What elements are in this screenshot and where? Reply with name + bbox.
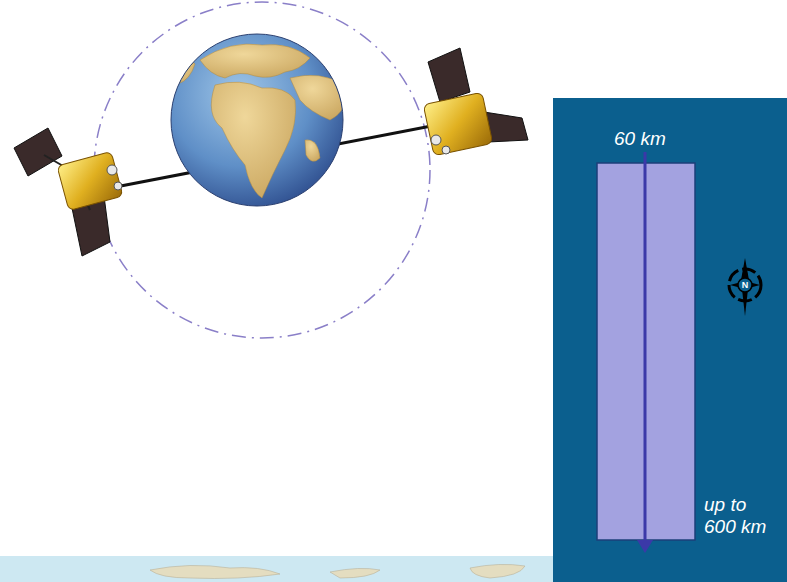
north-mark: N bbox=[742, 280, 749, 290]
swath-length: up to 600 km bbox=[704, 494, 778, 538]
compass bbox=[729, 258, 761, 316]
orbit bbox=[94, 2, 430, 338]
satellite bbox=[423, 48, 528, 156]
swath-width: 60 km bbox=[614, 128, 666, 150]
map-strip bbox=[0, 556, 553, 582]
earth bbox=[171, 34, 343, 206]
satellite bbox=[14, 128, 123, 256]
swath-panel bbox=[553, 98, 787, 582]
ground-track bbox=[644, 152, 647, 544]
